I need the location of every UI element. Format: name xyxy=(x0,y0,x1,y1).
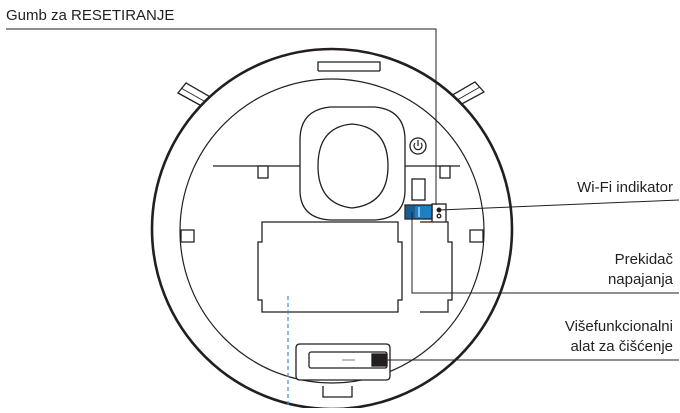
label-multi-tool: Višefunkcionalni alat za čišćenje xyxy=(565,317,673,357)
leader-reset xyxy=(6,28,437,205)
label-power-switch: Prekidač napajanja xyxy=(608,250,673,290)
label-power-line-1: Prekidač xyxy=(614,251,673,268)
left-notch xyxy=(180,229,195,243)
right-notch xyxy=(469,229,484,243)
reset-button xyxy=(411,178,426,201)
top-tab xyxy=(317,61,381,71)
battery-compartment xyxy=(257,221,403,313)
label-tool-line-1: Višefunkcionalni xyxy=(564,318,673,335)
label-wifi-indicator: Wi-Fi indikator xyxy=(577,179,673,196)
power-icon xyxy=(413,140,423,151)
label-power-line-2: napajanja xyxy=(607,271,673,288)
label-tool-line-2: alat za čišćenje xyxy=(570,338,673,355)
bottom-tab xyxy=(322,386,353,398)
leader-power xyxy=(411,212,679,294)
left-clip xyxy=(257,165,269,179)
right-clip xyxy=(439,165,451,179)
robot-body-inner xyxy=(179,78,485,384)
label-reset-button: Gumb za RESETIRANJE xyxy=(6,7,175,24)
right-bay xyxy=(420,221,453,313)
leader-wifi xyxy=(438,199,680,211)
